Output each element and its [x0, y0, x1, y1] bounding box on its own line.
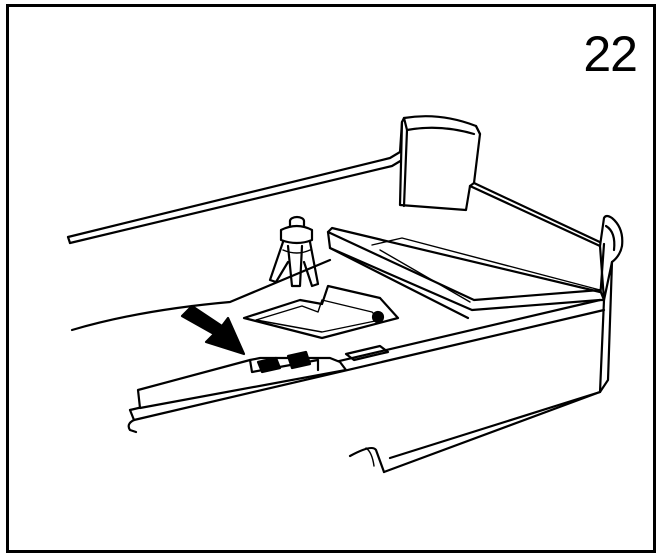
latch-block: [136, 344, 390, 410]
recessed-slot: [242, 284, 400, 340]
tray-inner-divider: [326, 226, 606, 320]
step-number: 22: [583, 26, 638, 82]
tray-front-post: [598, 214, 624, 302]
tray-back-rim: [66, 120, 404, 245]
tray-back-post: [398, 115, 482, 212]
tray-left-edge: [127, 418, 138, 434]
tray-right-wall: [388, 260, 614, 460]
pointing-arrow-icon: [180, 304, 246, 356]
tray-right-rim: [468, 181, 606, 248]
tray-bottom-notch: [348, 390, 602, 474]
spindle-post: [268, 215, 320, 288]
